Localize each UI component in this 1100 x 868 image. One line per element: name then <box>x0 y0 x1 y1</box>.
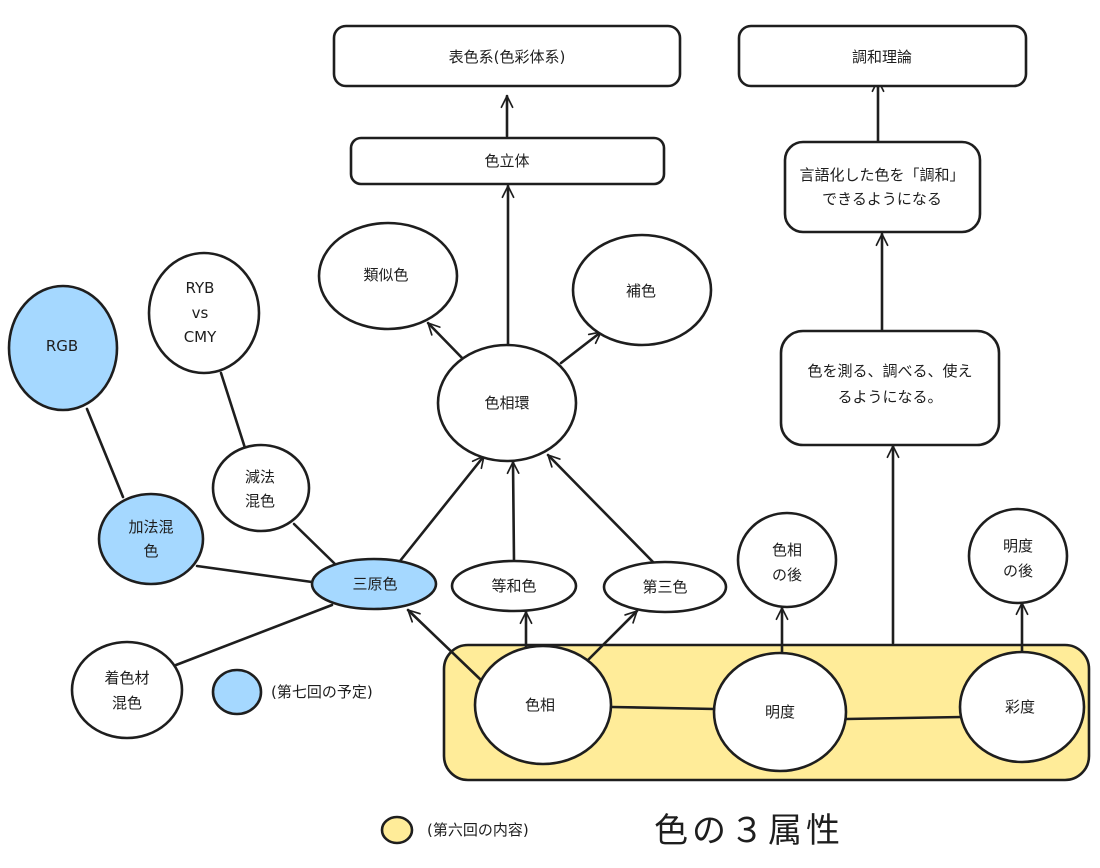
node-shikiso-label: 色相 <box>525 696 555 714</box>
node-hakaru-line2: るようになる。 <box>837 388 942 406</box>
node-sangenshoku[interactable]: 三原色 <box>310 557 438 611</box>
node-genpo-line1: 減法 <box>245 468 275 486</box>
node-rgb[interactable]: RGB <box>7 284 119 412</box>
line-kaho-to-sangenshoku <box>195 564 314 584</box>
node-hyoshokukei[interactable]: 表色系(色彩体系) <box>332 24 682 88</box>
arrow-towashoku-to-shikisokan <box>506 460 520 563</box>
line-ryb-to-genpo <box>219 371 247 450</box>
node-kaho-konshoku[interactable]: 加法混 色 <box>97 492 205 586</box>
node-gengoka-line2: できるようになる <box>822 190 942 208</box>
line-chakushoku-to-sangenshoku <box>174 603 334 667</box>
node-daisanshoku-label: 第三色 <box>642 578 687 596</box>
legend-yellow-swatch <box>380 815 414 845</box>
node-ruijishoku[interactable]: 類似色 <box>317 221 459 331</box>
node-genpo-konshoku[interactable]: 減法 混色 <box>211 443 311 533</box>
node-gengoka-line1: 言語化した色を「調和」 <box>799 166 964 184</box>
diagram-title: 色の３属性 <box>654 811 844 851</box>
node-hoshoku[interactable]: 補色 <box>571 233 713 347</box>
node-daisanshoku[interactable]: 第三色 <box>602 560 728 614</box>
node-cmy-label: CMY <box>184 328 217 346</box>
node-shikiso-ato-line2: の後 <box>772 566 802 584</box>
node-towashoku[interactable]: 等和色 <box>450 559 578 613</box>
arrow-shikisokan-to-ruijishoku <box>426 321 468 364</box>
arrow-daisanshoku-to-shikisokan <box>546 453 656 565</box>
node-meido-label: 明度 <box>765 703 795 721</box>
legend-blue-swatch <box>211 668 263 716</box>
arrow-shikiso-to-sangenshoku <box>406 608 483 682</box>
node-saido[interactable]: 彩度 <box>958 650 1086 764</box>
node-chowa-riron-label: 調和理論 <box>852 48 912 66</box>
legend-yellow: (第六回の内容) <box>380 815 529 845</box>
node-hyoshokukei-label: 表色系(色彩体系) <box>449 48 566 66</box>
node-kaho-line2: 色 <box>143 542 158 560</box>
node-gengoka[interactable]: 言語化した色を「調和」 できるようになる <box>783 140 982 234</box>
node-shikisokan[interactable]: 色相環 <box>436 343 578 463</box>
legend-blue-label: (第七回の予定) <box>271 683 373 701</box>
node-ryb-label: RYB <box>186 279 215 297</box>
node-kaho-line1: 加法混 <box>128 518 173 536</box>
node-meido-ato-line2: の後 <box>1003 562 1033 580</box>
node-vs-label: vs <box>192 304 209 322</box>
line-shikiso-to-meido <box>610 705 717 711</box>
node-meido-ato-line1: 明度 <box>1003 537 1033 555</box>
node-ruijishoku-label: 類似色 <box>363 266 408 284</box>
node-sangenshoku-label: 三原色 <box>352 575 397 593</box>
node-shikiso[interactable]: 色相 <box>473 644 613 766</box>
node-shikisokan-label: 色相環 <box>484 394 529 412</box>
node-shikiso-ato[interactable]: 色相 の後 <box>736 511 838 609</box>
line-meido-to-saido <box>844 715 964 721</box>
arrow-shikisokan-to-hoshoku <box>559 330 603 365</box>
node-irorittai-label: 色立体 <box>484 152 529 170</box>
legend-blue: (第七回の予定) <box>211 668 373 716</box>
arrow-shikiso-to-daisanshoku <box>579 609 639 669</box>
node-meido[interactable]: 明度 <box>712 651 848 773</box>
node-chakushoku-line2: 混色 <box>112 694 142 712</box>
legend-yellow-label: (第六回の内容) <box>427 821 529 839</box>
node-hakaru[interactable]: 色を測る、調べる、使え るようになる。 <box>779 329 1001 447</box>
line-genpo-to-sangenshoku <box>292 522 337 566</box>
node-rgb-label: RGB <box>46 337 78 355</box>
node-chakushoku-line1: 着色材 <box>104 669 149 687</box>
node-genpo-line2: 混色 <box>245 492 275 510</box>
line-rgb-to-kaho <box>85 407 125 499</box>
node-meido-ato[interactable]: 明度 の後 <box>967 507 1069 605</box>
node-towashoku-label: 等和色 <box>491 577 536 595</box>
node-hoshoku-label: 補色 <box>626 282 656 300</box>
node-ryb-vs-cmy[interactable]: RYB vs CMY <box>147 251 261 375</box>
node-chowa-riron[interactable]: 調和理論 <box>737 24 1028 88</box>
node-chakushoku-zai-konshoku[interactable]: 着色材 混色 <box>70 640 184 740</box>
node-irorittai[interactable]: 色立体 <box>349 136 666 186</box>
node-shikiso-ato-line1: 色相 <box>772 541 802 559</box>
node-saido-label: 彩度 <box>1005 698 1035 716</box>
node-hakaru-line1: 色を測る、調べる、使え <box>807 362 972 380</box>
arrow-sangenshoku-to-shikisokan <box>394 454 486 568</box>
